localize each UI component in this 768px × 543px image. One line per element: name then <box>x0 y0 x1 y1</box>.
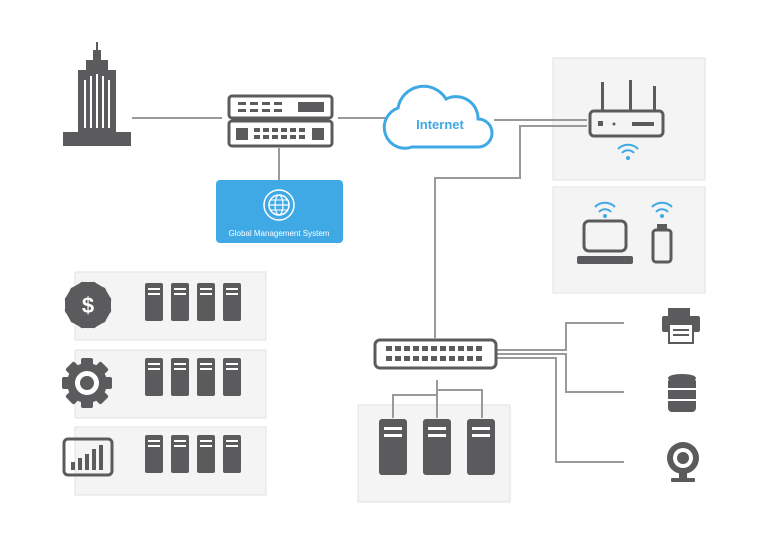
laptop-icon <box>577 201 633 264</box>
internet-label: Internet <box>416 117 464 132</box>
server-icon <box>197 358 215 396</box>
server-icon <box>171 435 189 473</box>
server-icon <box>145 358 163 396</box>
webcam-icon <box>667 442 699 482</box>
management-system-box[interactable]: Global Management System <box>216 180 343 243</box>
server-icon <box>171 283 189 321</box>
settings-gear-icon <box>62 358 112 408</box>
server-icon <box>223 358 241 396</box>
server-icon <box>171 358 189 396</box>
server-icon <box>145 435 163 473</box>
connection-lines <box>132 117 624 463</box>
server-icon <box>223 435 241 473</box>
skyscraper-icon <box>63 42 131 146</box>
printer-icon <box>662 308 700 344</box>
wifi-router-icon <box>588 80 665 160</box>
server-icon <box>423 419 451 475</box>
firewall-appliance-icon <box>227 94 334 148</box>
cloud-icon <box>382 84 494 150</box>
server-icon <box>467 419 495 475</box>
server-icon <box>223 283 241 321</box>
server-icon <box>145 283 163 321</box>
globe-icon <box>263 189 295 221</box>
network-switch-icon <box>373 338 498 370</box>
dollar-symbol: $ <box>82 293 94 318</box>
database-icon <box>668 374 696 412</box>
wireless-clients-panel <box>552 186 706 294</box>
phone-icon <box>651 201 673 264</box>
dashboard-chart-icon <box>62 437 114 477</box>
server-icon <box>197 435 215 473</box>
management-system-label: Global Management System <box>229 229 330 238</box>
server-icon <box>197 283 215 321</box>
server-icon <box>379 419 407 475</box>
switch-server-rack <box>379 419 495 475</box>
dollar-gear-icon: $ <box>64 281 112 329</box>
